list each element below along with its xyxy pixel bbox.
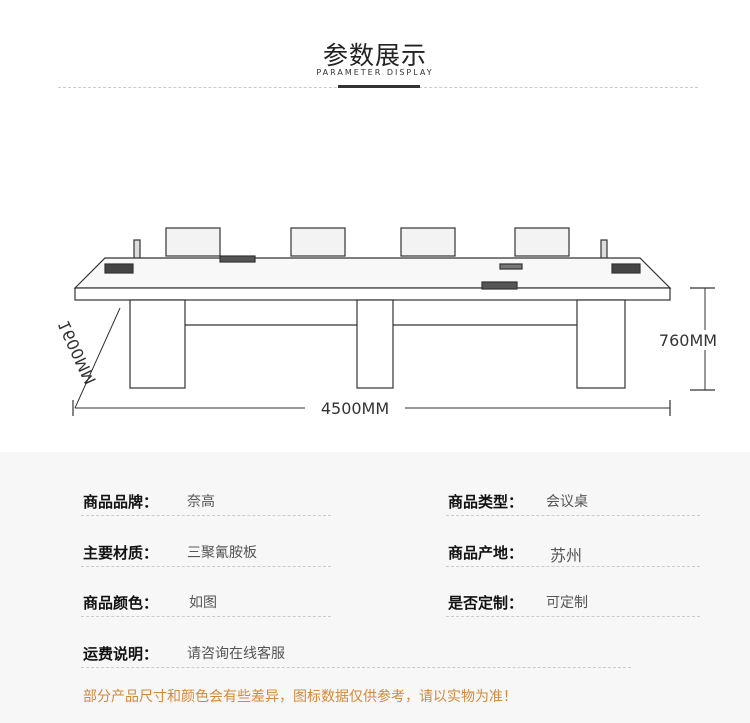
- spec-label: 商品品牌：: [83, 493, 159, 511]
- spec-value: 三聚氰胺板: [187, 545, 257, 561]
- spec-value: 请咨询在线客服: [187, 646, 285, 662]
- length-label: 4500MM: [321, 399, 389, 418]
- spec-value: 奈高: [187, 494, 215, 510]
- spec-label: 商品颜色：: [83, 594, 159, 612]
- spec-value: 苏州: [550, 546, 583, 565]
- spec-label: 主要材质：: [83, 544, 159, 562]
- page-title: 参数展示: [322, 41, 427, 70]
- page-subtitle: PARAMETER DISPLAY: [316, 68, 434, 77]
- spec-custom: 是否定制： 可定制: [446, 586, 700, 617]
- spec-label: 商品产地：: [448, 544, 524, 562]
- chairs: [165, 227, 570, 257]
- spec-material: 主要材质： 三聚氰胺板: [81, 536, 331, 567]
- depth-label: 1600MM: [54, 317, 100, 387]
- spec-label: 是否定制：: [448, 594, 524, 612]
- table-drawing: 4500MM 760MM 1600MM: [54, 227, 720, 418]
- disclaimer-note: 部分产品尺寸和颜色会有些差异，图标数据仅供参考，请以实物为准！: [83, 689, 517, 705]
- spec-label: 商品类型：: [448, 493, 524, 511]
- spec-type: 商品类型： 会议桌: [446, 485, 700, 516]
- spec-origin: 商品产地： 苏州: [446, 536, 700, 567]
- spec-color: 商品颜色： 如图: [81, 586, 331, 617]
- spec-label: 运费说明：: [83, 645, 159, 663]
- spec-shipping: 运费说明： 请咨询在线客服: [81, 637, 631, 668]
- spec-value: 会议桌: [546, 494, 588, 510]
- spec-panel: [0, 452, 750, 723]
- spec-brand: 商品品牌： 奈高: [81, 485, 331, 516]
- spec-value: 如图: [189, 595, 217, 611]
- height-label: 760MM: [659, 331, 717, 350]
- spec-value: 可定制: [546, 595, 588, 611]
- title-underline: [338, 85, 420, 88]
